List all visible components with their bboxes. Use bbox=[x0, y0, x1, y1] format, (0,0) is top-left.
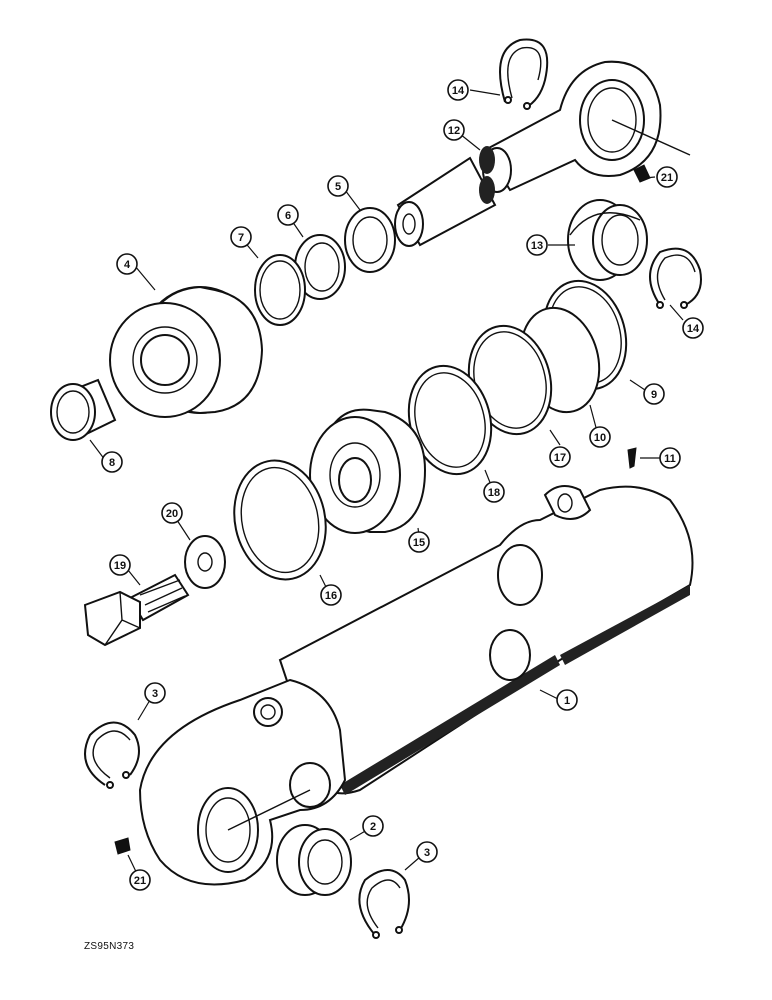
callout-9: 9 bbox=[643, 383, 665, 405]
callout-label: 4 bbox=[124, 259, 131, 271]
snap-ring-3-bottom bbox=[358, 869, 410, 939]
bushing-13 bbox=[567, 199, 648, 281]
callout-11: 11 bbox=[659, 447, 681, 469]
wear-ring-16 bbox=[233, 459, 327, 581]
callout-label: 6 bbox=[285, 210, 291, 222]
callout-label: 11 bbox=[664, 453, 676, 465]
callout-label: 13 bbox=[531, 240, 543, 252]
callout-15: 15 bbox=[408, 531, 430, 553]
bolt-19 bbox=[83, 573, 190, 647]
callout-3-left: 3 bbox=[144, 682, 166, 704]
callout-21-top: 21 bbox=[656, 166, 678, 188]
seal-5 bbox=[344, 207, 396, 273]
callout-label: 17 bbox=[554, 452, 566, 464]
rod-guide-tube-12 bbox=[394, 146, 497, 247]
rod-end-eye bbox=[482, 60, 691, 193]
callout-label: 3 bbox=[152, 688, 158, 700]
callout-label: 5 bbox=[335, 181, 341, 193]
callout-label: 20 bbox=[166, 508, 178, 520]
callout-label: 14 bbox=[687, 323, 700, 335]
callout-label: 15 bbox=[413, 537, 425, 549]
callout-label: 7 bbox=[238, 232, 244, 244]
callout-21-bottom: 21 bbox=[129, 869, 151, 891]
grease-fitting-21-bottom bbox=[114, 837, 131, 855]
cap-end-clevis bbox=[138, 678, 347, 886]
callout-18: 18 bbox=[483, 481, 505, 503]
callout-4: 4 bbox=[116, 253, 138, 275]
callout-6: 6 bbox=[277, 204, 299, 226]
callout-17: 17 bbox=[549, 446, 571, 468]
snap-ring-3-left bbox=[84, 721, 140, 789]
callout-label: 21 bbox=[661, 172, 673, 184]
callout-1: 1 bbox=[556, 689, 578, 711]
callout-19: 19 bbox=[109, 554, 131, 576]
callout-2: 2 bbox=[362, 815, 384, 837]
leader-lines bbox=[89, 89, 684, 881]
callout-label: 19 bbox=[114, 560, 126, 572]
snap-ring-14-top bbox=[499, 38, 549, 110]
callout-label: 18 bbox=[488, 487, 500, 499]
callout-label: 8 bbox=[109, 457, 115, 469]
callout-14-top: 14 bbox=[447, 79, 469, 101]
callout-label: 2 bbox=[370, 821, 376, 833]
piston-15 bbox=[309, 408, 427, 534]
callout-label: 3 bbox=[424, 847, 430, 859]
snap-ring-14-right bbox=[649, 247, 702, 309]
callout-16: 16 bbox=[320, 584, 342, 606]
callout-10: 10 bbox=[589, 426, 611, 448]
figure-code: ZS95N373 bbox=[84, 941, 135, 952]
callout-label: 1 bbox=[564, 695, 570, 707]
bleeder-screw-11 bbox=[627, 447, 637, 469]
callout-12: 12 bbox=[443, 119, 465, 141]
callout-14-right: 14 bbox=[682, 317, 704, 339]
callout-20: 20 bbox=[161, 502, 183, 524]
callout-5: 5 bbox=[327, 175, 349, 197]
callout-8: 8 bbox=[101, 451, 123, 473]
callout-label: 12 bbox=[448, 125, 460, 137]
callout-label: 9 bbox=[651, 389, 657, 401]
callout-label: 14 bbox=[452, 85, 465, 97]
cylinder-barrel bbox=[278, 485, 694, 795]
bushing-2 bbox=[276, 824, 352, 896]
washer-20 bbox=[184, 535, 226, 589]
bushing-8 bbox=[50, 378, 117, 441]
callout-13: 13 bbox=[526, 234, 548, 256]
gland-4 bbox=[109, 285, 264, 418]
seal-6 bbox=[294, 234, 346, 300]
callout-label: 10 bbox=[594, 432, 606, 444]
callout-3-bottom: 3 bbox=[416, 841, 438, 863]
callout-7: 7 bbox=[230, 226, 252, 248]
callout-label: 21 bbox=[134, 875, 146, 887]
callout-label: 16 bbox=[325, 590, 337, 602]
wiper-ring-7 bbox=[254, 254, 306, 326]
